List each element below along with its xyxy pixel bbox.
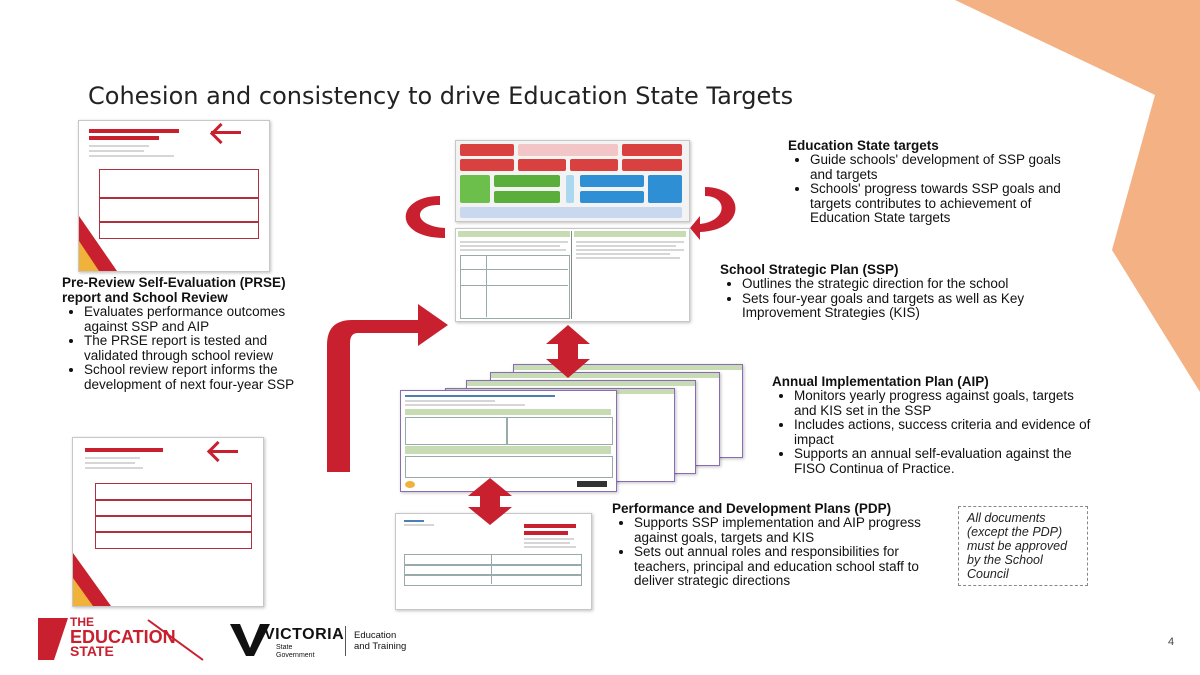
- aip-bullet: Monitors yearly progress against goals, …: [794, 388, 1092, 418]
- page-corner-stripes: [79, 216, 117, 271]
- cycle-arrow-left-icon: [405, 196, 445, 238]
- aip-section: Annual Implementation Plan (AIP) Monitor…: [772, 374, 1092, 476]
- ssp-section: School Strategic Plan (SSP) Outlines the…: [720, 262, 1090, 321]
- prse-bullet: The PRSE report is tested and validated …: [84, 333, 307, 363]
- education-state-bullet: Schools' progress towards SSP goals and …: [810, 181, 1068, 226]
- aip-bullet: Includes actions, success criteria and e…: [794, 417, 1092, 447]
- ssp-document-thumbnail: [455, 228, 690, 322]
- education-state-bullet: Guide schools' development of SSP goals …: [810, 152, 1068, 182]
- ssp-bullet: Outlines the strategic direction for the…: [742, 276, 1090, 292]
- victoria-chevron-icon: [230, 624, 270, 656]
- education-state-heading: Education State targets: [788, 138, 939, 153]
- education-state-section: Education State targets Guide schools' d…: [788, 138, 1068, 226]
- school-review-thumbnail: [72, 437, 264, 607]
- bent-arrow-icon: [327, 304, 448, 472]
- logo-state: STATE: [70, 643, 114, 659]
- victoria-sub-line: State: [276, 644, 293, 651]
- double-arrow-aip-pdp-icon: [468, 478, 512, 525]
- education-state-swoosh: [38, 618, 204, 661]
- education-state-logo: THE EDUCATION STATE: [38, 616, 208, 662]
- approval-note: All documents (except the PDP) must be a…: [958, 506, 1088, 586]
- aip-bullet: Supports an annual self-evaluation again…: [794, 446, 1092, 476]
- page-number: 4: [1168, 636, 1175, 648]
- logo-education: EDUCATION: [70, 627, 176, 647]
- page-corner-stripes: [73, 553, 111, 606]
- logo-the: THE: [70, 615, 94, 629]
- pdp-section: Performance and Development Plans (PDP) …: [612, 501, 947, 589]
- slide-title: Cohesion and consistency to drive Educat…: [88, 82, 794, 110]
- pdp-bullet: Supports SSP implementation and AIP prog…: [634, 515, 947, 545]
- victoria-government-logo: VICTORIA State Government Education and …: [230, 620, 430, 660]
- prse-heading: Pre-Review Self-Evaluation (PRSE) report…: [62, 275, 286, 305]
- department-line: Education: [354, 630, 397, 641]
- department-line: and Training: [354, 641, 407, 652]
- victoria-wordmark: VICTORIA: [264, 626, 345, 643]
- pdp-heading: Performance and Development Plans (PDP): [612, 501, 892, 516]
- victoria-sub-line: Government: [276, 652, 315, 659]
- prse-section: Pre-Review Self-Evaluation (PRSE) report…: [62, 275, 307, 392]
- aip-heading: Annual Implementation Plan (AIP): [772, 374, 989, 389]
- double-arrow-ssp-aip-icon: [546, 325, 590, 378]
- pdp-bullet: Sets out annual roles and responsibiliti…: [634, 544, 947, 589]
- prse-report-thumbnail: [78, 120, 270, 272]
- cycle-arrow-right-icon: [690, 187, 736, 240]
- prse-bullet: Evaluates performance outcomes against S…: [84, 304, 307, 334]
- aip-document-front: [400, 390, 617, 492]
- ssp-heading: School Strategic Plan (SSP): [720, 262, 899, 277]
- logo-divider: [345, 626, 346, 656]
- prse-bullet: School review report informs the develop…: [84, 362, 307, 392]
- ssp-bullet: Sets four-year goals and targets as well…: [742, 291, 1090, 321]
- education-state-graphic: [455, 140, 690, 222]
